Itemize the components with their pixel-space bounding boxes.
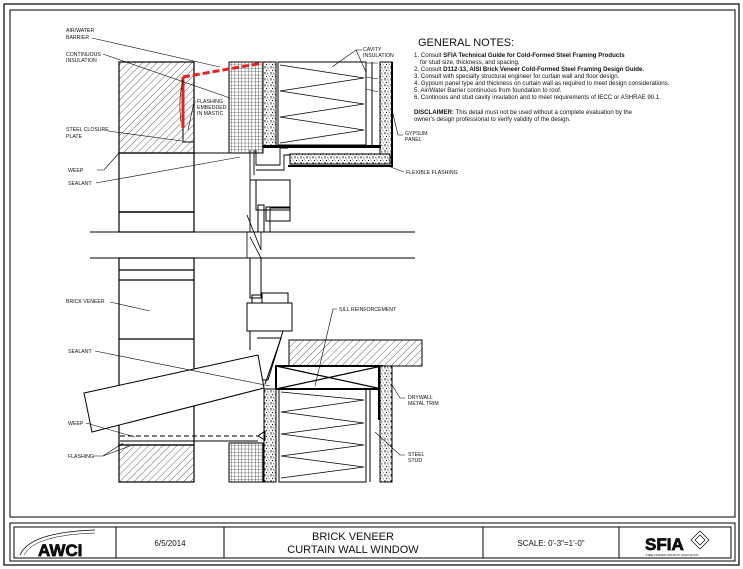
label-drywall-metal-trim-2: METAL TRIM [408, 401, 439, 407]
scale: SCALE: 0'-3"=1'-0" [517, 539, 584, 548]
gypsum-panel-lower [379, 365, 393, 483]
note-1: 1. Consult SFIA Technical Guide for Cold… [414, 52, 625, 59]
label-continuous-insulation-2: INSULATION [66, 58, 97, 64]
title-block: AWCI 6/5/2014 BRICK VENEER CURTAIN WALL … [9, 522, 736, 562]
label-continuous-insulation-1: CONTINUOUS [66, 52, 101, 58]
sheathing-upper [262, 61, 277, 147]
note-3: 3. Consult with specialty structural eng… [414, 73, 620, 80]
label-flashing-bottom: FLASHING [68, 454, 94, 460]
floor-slab [288, 339, 423, 367]
brick-base-hatch [118, 444, 195, 483]
general-notes: GENERAL NOTES: 1. Consult SFIA Technical… [414, 37, 670, 123]
note-5: 5. Air/Water Barrier continuous from fou… [414, 87, 562, 94]
title-line-2: CURTAIN WALL WINDOW [287, 544, 419, 556]
label-drywall-metal-trim-1: DRYWALL [408, 395, 433, 401]
leader-lines [85, 37, 405, 457]
svg-text:AWCI: AWCI [38, 541, 82, 560]
note-2: 2. Consult D112-13, AISI Brick Veneer Co… [414, 66, 644, 73]
svg-text:STEEL FRAMING INDUSTRY ASSOCIA: STEEL FRAMING INDUSTRY ASSOCIATION [646, 553, 699, 557]
label-cavity-insulation-1: CAVITY [363, 47, 382, 53]
label-steel-stud-2: STUD [408, 458, 422, 464]
label-steel-closure-1: STEEL CLOSURE [66, 127, 109, 133]
label-brick-veneer: BRICK VENEER [66, 299, 105, 305]
svg-text:SFIA: SFIA [645, 535, 684, 554]
window-stool [83, 354, 265, 433]
cmu-sheathing-upper [228, 61, 264, 154]
label-sealant-bottom: SEALANT [68, 349, 92, 355]
notes-heading: GENERAL NOTES: [418, 37, 514, 49]
label-flashing-3: IN MASTIC [197, 111, 223, 117]
label-sill-reinforcement: SILL REINFORCEMENT [339, 307, 397, 313]
note-6: 6. Continous and stud cavity insulation … [414, 94, 661, 101]
awci-logo: AWCI [19, 529, 96, 560]
label-flashing-1: FLASHING [197, 99, 223, 105]
outer-border [3, 3, 740, 566]
cmu-sheathing-lower [228, 442, 264, 483]
disclaimer-line-1: DISCLAIMER: This detail must not be used… [414, 109, 633, 116]
label-steel-stud-1: STEEL [408, 452, 425, 458]
brick-upper [118, 152, 195, 233]
date: 6/5/2014 [154, 539, 186, 548]
stud-cavity-insulation-lower [278, 388, 367, 483]
sfia-diamond-icon [690, 530, 710, 550]
label-weep-top: WEEP [68, 168, 84, 174]
callout-labels: AIR/WATER BARRIER CONTINUOUS INSULATION … [66, 28, 458, 464]
gypsum-soffit [289, 153, 391, 165]
label-flashing-2: EMBEDDED [197, 105, 227, 111]
label-steel-closure-2: PLATE [66, 134, 83, 140]
sfia-logo: SFIA STEEL FRAMING INDUSTRY ASSOCIATION [645, 530, 710, 557]
label-gypsum-panel-2: PANEL [405, 137, 422, 143]
label-air-water-barrier-1: AIR/WATER [66, 28, 94, 34]
label-weep-bottom: WEEP [68, 421, 84, 427]
label-sealant-top: SEALANT [68, 181, 92, 187]
sheathing-lower [263, 388, 277, 483]
air-water-barrier-line [182, 61, 264, 79]
title-line-1: BRICK VENEER [312, 531, 394, 543]
note-1-cont: for stud size, thickness, and spacing. [420, 59, 520, 66]
gypsum-panel-upper [379, 61, 393, 164]
disclaimer-line-2: owner's design professional to verify va… [414, 116, 571, 123]
label-air-water-barrier-2: BARRIER [66, 35, 89, 41]
label-cavity-insulation-2: INSULATION [363, 53, 394, 59]
label-flexible-flashing: FLEXIBLE FLASHING [406, 170, 458, 176]
detail-geometry [83, 61, 423, 483]
note-4: 4. Gypsum panel type and thickness on cu… [414, 80, 670, 87]
cavity-insulation-upper [277, 61, 367, 146]
drawing-border [9, 9, 736, 518]
label-gypsum-panel-1: GYPSUM [405, 131, 427, 137]
